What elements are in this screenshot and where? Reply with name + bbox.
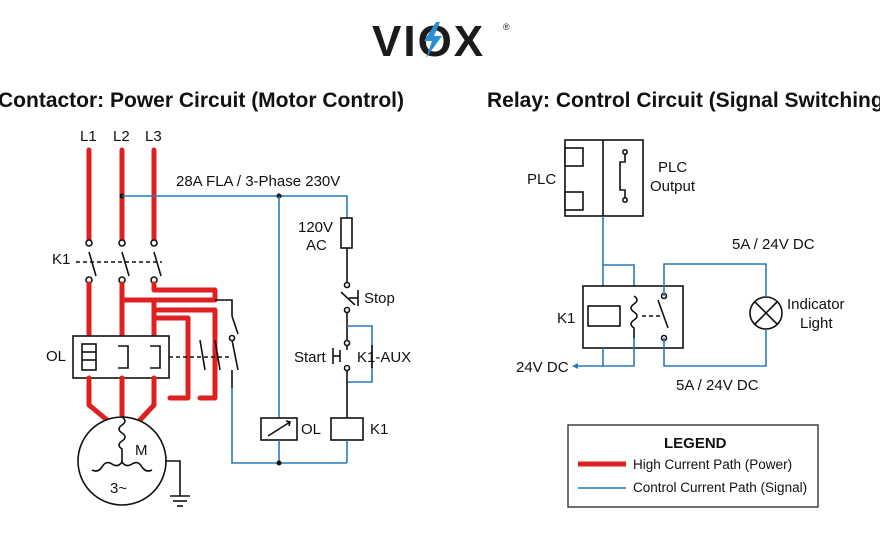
- motor-phase-label: 3~: [110, 480, 127, 497]
- overload-heaters: [81, 343, 161, 371]
- logo-text: VIOX: [372, 17, 485, 66]
- fuse-symbol: [340, 217, 353, 249]
- overload-label: OL: [46, 348, 66, 365]
- ol-coil-label: OL: [301, 421, 321, 438]
- legend-item-control: Control Current Path (Signal): [633, 480, 807, 495]
- k1-coil-label: K1: [370, 421, 388, 438]
- aux-label: K1-AUX: [357, 349, 411, 366]
- contactor-diagram: L1 L2 L3 28A FLA / 3-Phase 230V K1: [46, 128, 411, 507]
- plc-label: PLC: [527, 171, 556, 188]
- motor-symbol: M 3~: [77, 416, 167, 506]
- overload-contacts: [199, 339, 239, 388]
- overload-relay-coil: OL: [260, 417, 321, 441]
- plc-output-line2: Output: [650, 178, 696, 195]
- supply-wire: [578, 338, 635, 367]
- power-loop-upper: [119, 281, 218, 303]
- supply-voltage-label: 120V: [298, 219, 333, 236]
- phase-label-l3: L3: [145, 128, 162, 145]
- control-return-line: [231, 388, 347, 464]
- start-label: Start: [294, 349, 327, 366]
- contactor-k1-label: K1: [52, 251, 70, 268]
- k1-aux-contact: [215, 299, 239, 342]
- stop-button: Stop: [340, 281, 395, 314]
- load-wire-top: [663, 263, 767, 296]
- k1-aux-holding-contact: K1-AUX: [357, 345, 411, 368]
- rating-label: 28A FLA / 3-Phase 230V: [176, 173, 340, 190]
- load-wire-bottom: [663, 330, 767, 367]
- k1-coil: K1: [330, 417, 388, 441]
- motor-feed-l1: [86, 375, 110, 423]
- indicator-line2: Light: [800, 315, 833, 332]
- supply-type-label: AC: [306, 237, 327, 254]
- phase-label-l1: L1: [80, 128, 97, 145]
- registered-mark: ®: [503, 22, 510, 32]
- bottom-rating-label: 5A / 24V DC: [676, 377, 759, 394]
- legend: LEGEND High Current Path (Power) Control…: [567, 424, 819, 508]
- contactor-title: Contactor: Power Circuit (Motor Control): [0, 89, 404, 112]
- start-button: Start: [294, 339, 351, 372]
- k1-main-contacts: [76, 239, 162, 284]
- power-loop-mid: [151, 307, 218, 401]
- motor-label: M: [135, 442, 148, 459]
- relay-diagram: PLC PLC Output K1 24V DC: [516, 139, 845, 394]
- relay-title: Relay: Control Circuit (Signal Switching…: [487, 89, 880, 112]
- relay-k1-label: K1: [557, 310, 575, 327]
- brand-logo: VIOX ®: [372, 17, 510, 66]
- relay-supply-label: 24V DC: [516, 359, 569, 376]
- top-rating-label: 5A / 24V DC: [732, 236, 815, 253]
- ground-icon: [165, 460, 190, 507]
- indicator-line1: Indicator: [787, 296, 845, 313]
- motor-feed-l3: [137, 375, 157, 423]
- legend-item-power: High Current Path (Power): [633, 457, 792, 472]
- lightning-bolt-icon: [424, 22, 442, 58]
- plc-output-line1: PLC: [658, 159, 687, 176]
- legend-title: LEGEND: [664, 435, 727, 452]
- stop-label: Stop: [364, 290, 395, 307]
- relay-coil: [587, 305, 621, 327]
- control-feed-line: [122, 195, 348, 218]
- phase-label-l2: L2: [113, 128, 130, 145]
- relay-inductor: [630, 295, 638, 338]
- plc-block: [564, 139, 644, 217]
- power-loop-inner: [151, 315, 191, 401]
- indicator-lamp-icon: [749, 296, 783, 330]
